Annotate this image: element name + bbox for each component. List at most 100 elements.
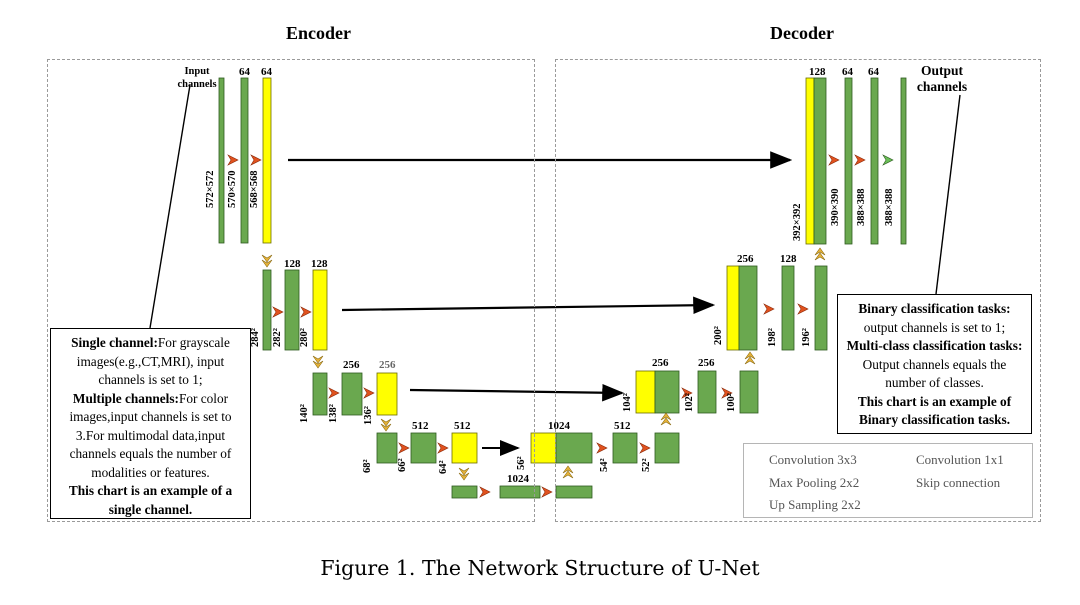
note-heading: Single channel:	[71, 335, 158, 350]
note-heading: Binary classification tasks:	[858, 301, 1011, 316]
feature-map	[844, 77, 853, 245]
feature-map-copied	[262, 77, 272, 244]
channel-label: 512	[412, 420, 429, 432]
size-label: 138²	[328, 404, 339, 423]
conv3-arrow	[227, 154, 239, 166]
conv1-arrow	[882, 154, 894, 166]
leader-line	[149, 84, 191, 329]
feature-map-copied	[451, 432, 478, 464]
channel-label: 64	[868, 66, 879, 78]
note-text: For grayscale images(e.g.,CT,MRI), input…	[76, 335, 230, 387]
output-channels-note: Binary classification tasks: output chan…	[837, 294, 1032, 434]
channel-label: 64	[239, 66, 250, 78]
channel-label: 1024	[548, 420, 570, 432]
size-label: 390×390	[830, 188, 841, 226]
conv3-arrow	[681, 387, 693, 399]
conv3-arrow	[363, 387, 375, 399]
size-label: 136²	[363, 406, 374, 425]
maxpool-arrow	[261, 254, 273, 268]
size-label: 66²	[397, 458, 408, 472]
conv3-arrow	[854, 154, 866, 166]
conv3-arrow	[328, 387, 340, 399]
encoder-pane	[47, 59, 535, 522]
feature-map	[612, 432, 638, 464]
upsample-arrow	[562, 465, 574, 479]
feature-map	[451, 485, 478, 499]
encoder-title: Encoder	[286, 23, 351, 43]
channel-label: 128	[311, 258, 328, 270]
legend-maxpool-label: Max Pooling 2x2	[769, 475, 860, 490]
feature-map	[813, 77, 827, 245]
size-label: 52²	[641, 458, 652, 472]
channel-label: 512	[614, 420, 631, 432]
feature-map	[218, 77, 225, 244]
size-label: 100²	[726, 393, 737, 412]
decoder-title: Decoder	[770, 23, 834, 43]
legend-conv3-label: Convolution 3x3	[769, 452, 857, 467]
feature-map	[284, 269, 300, 351]
size-label: 68²	[362, 459, 373, 473]
conv3-arrows	[227, 154, 866, 498]
size-label: 56²	[516, 456, 527, 470]
feature-map	[870, 77, 879, 245]
conv3-arrow	[300, 306, 312, 318]
figure-caption: Figure 1. The Network Structure of U-Net	[320, 556, 760, 580]
maxpool-arrows	[261, 254, 470, 481]
channel-label: 128	[284, 258, 301, 270]
conv3-arrow	[479, 486, 491, 498]
legend-upsample-label: Up Sampling 2x2	[769, 497, 861, 512]
skip-connection-arrow	[341, 296, 716, 315]
upsample-arrows	[562, 247, 826, 479]
conv3-arrow	[541, 486, 553, 498]
size-label: 280²	[299, 328, 310, 347]
conv3-arrow	[763, 303, 775, 315]
maxpool-arrow	[312, 355, 324, 369]
conv3-arrow	[272, 306, 284, 318]
maxpool-arrow	[380, 418, 392, 432]
feature-map	[341, 372, 363, 416]
channel-label: 512	[454, 420, 471, 432]
channel-label: 256	[652, 357, 669, 369]
input-channels-label: Input channels	[177, 66, 217, 90]
feature-map	[240, 77, 249, 244]
size-label: 140²	[299, 404, 310, 423]
feature-map	[739, 370, 759, 414]
note-heading: This chart is an example of Binary class…	[857, 393, 1012, 428]
channel-label: 256	[698, 357, 715, 369]
size-label: 388×388	[884, 188, 895, 226]
conv3-arrow	[437, 442, 449, 454]
size-label: 568×568	[249, 170, 260, 208]
upsample-arrow	[744, 351, 756, 365]
conv3-arrow	[596, 442, 608, 454]
note-text: For color images,input channels is set t…	[69, 390, 232, 480]
input-channels-note: Single channel:For grayscale images(e.g.…	[50, 328, 251, 519]
size-label: 392×392	[792, 203, 803, 241]
note-text: Output channels equals the number of cla…	[862, 356, 1007, 391]
channel-label: 256	[379, 359, 396, 371]
conv3-arrow	[639, 442, 651, 454]
channel-label: 256	[737, 253, 754, 265]
feature-map	[738, 265, 758, 351]
leader-line	[935, 94, 961, 295]
size-label: 102²	[684, 393, 695, 412]
feature-map	[262, 269, 272, 351]
maxpool-arrow	[458, 467, 470, 481]
conv3-arrow	[398, 442, 410, 454]
note-text: output channels is set to 1;	[863, 319, 1006, 335]
feature-map-output	[900, 77, 907, 245]
size-label: 104²	[622, 393, 633, 412]
size-label: 284²	[250, 328, 261, 347]
feature-map	[555, 485, 593, 499]
channel-label: 64	[261, 66, 272, 78]
note-heading: This chart is an example of a single cha…	[68, 483, 233, 517]
feature-map	[697, 370, 717, 414]
legend: Convolution 3x3 Convolution 1x1 Max Pool…	[743, 443, 1033, 518]
conv3-arrow	[250, 154, 262, 166]
size-label: 64²	[438, 460, 449, 474]
feature-map	[654, 432, 680, 464]
size-label: 200²	[713, 326, 724, 345]
size-label: 572×572	[205, 170, 216, 208]
size-label: 196²	[801, 328, 812, 347]
size-label: 282²	[272, 328, 283, 347]
